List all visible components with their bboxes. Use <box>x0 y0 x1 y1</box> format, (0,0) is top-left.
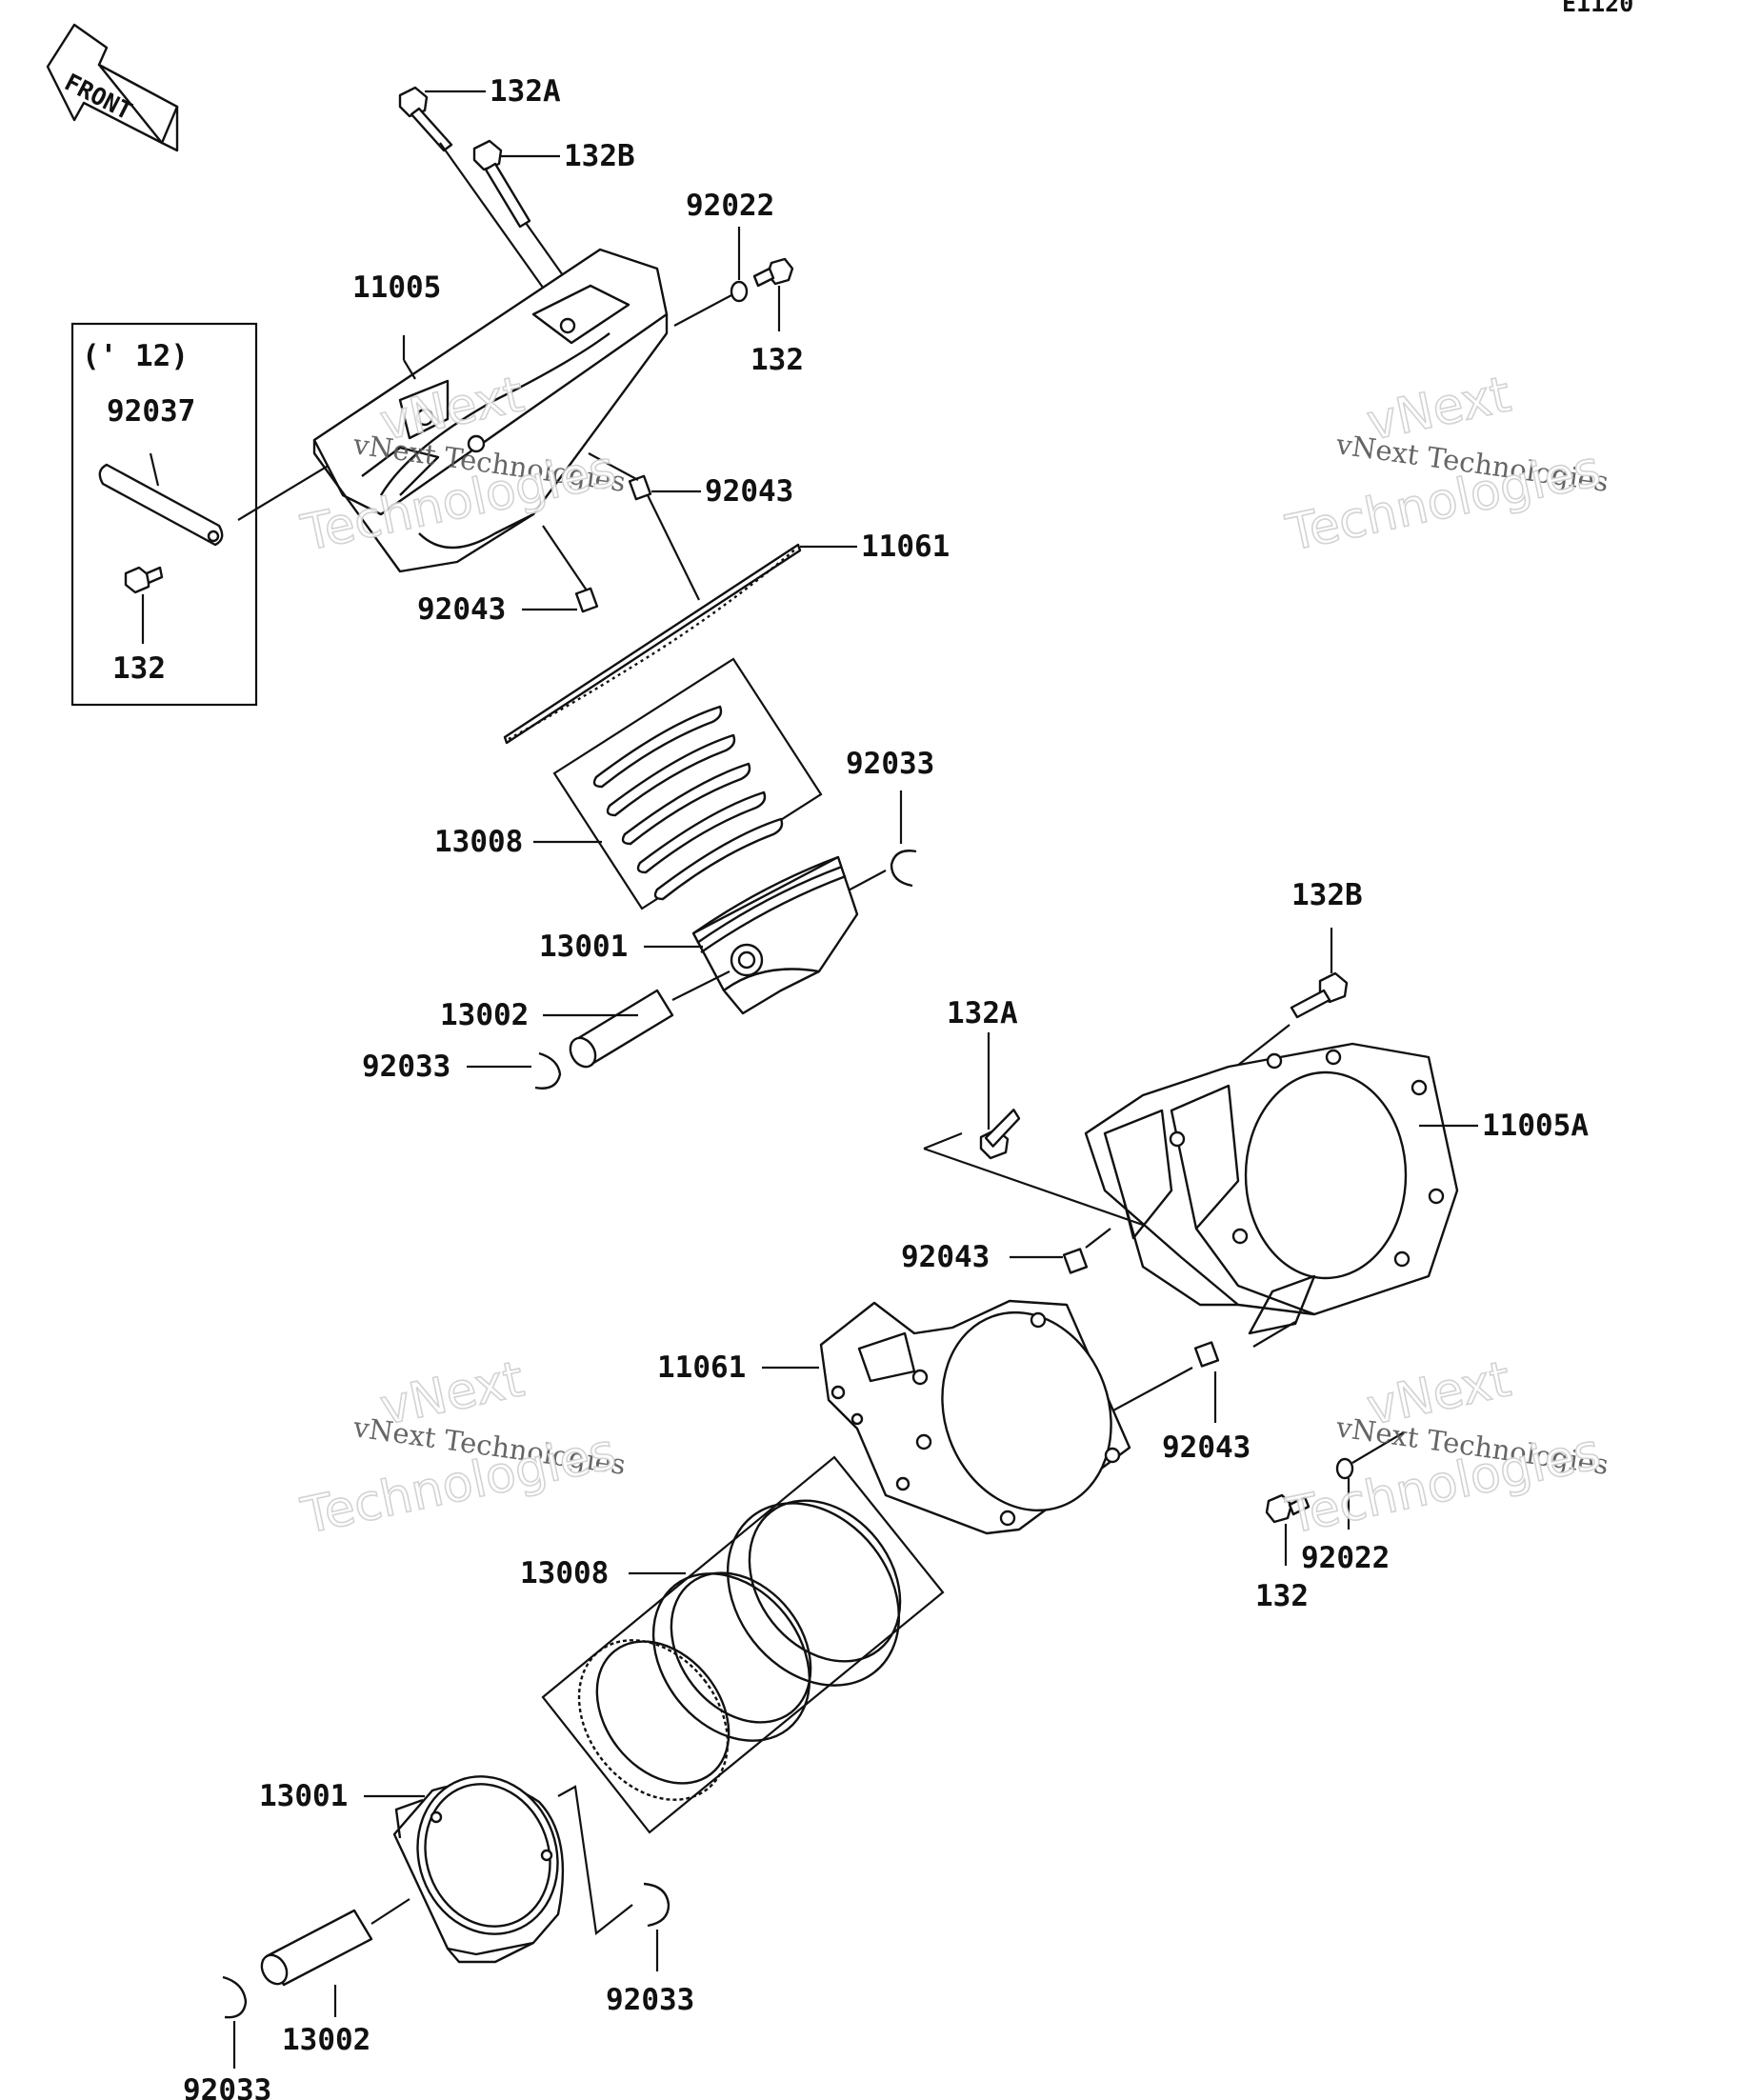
label-front-washer: 92022 <box>1301 1541 1390 1575</box>
label-front-bolt-a: 132A <box>947 996 1018 1030</box>
watermark-lower-right: vNext vNext Technologies Technologies <box>1280 1350 1611 1547</box>
variant-year-label: (' 12) <box>82 339 189 373</box>
front-dowel-left-icon <box>1062 1248 1089 1274</box>
rear-clip-upper-icon <box>890 850 917 888</box>
rear-piston-icon <box>691 855 859 1015</box>
label-front-ring-set: 13008 <box>520 1556 609 1590</box>
label-front-clip-left: 92033 <box>183 2073 271 2100</box>
watermark-upper-right: vNext vNext Technologies Technologies <box>1280 366 1611 564</box>
label-front-dowel-right: 92043 <box>1162 1430 1251 1465</box>
label-front-piston: 13001 <box>259 1779 348 1813</box>
front-piston-icon <box>392 1775 565 1964</box>
label-rear-ring-set: 13008 <box>434 825 523 859</box>
front-washer-icon <box>1335 1457 1354 1480</box>
front-cylinder-icon <box>1084 1042 1459 1335</box>
label-rear-piston: 13001 <box>539 930 628 964</box>
label-rear-dowel-lower: 92043 <box>417 592 506 627</box>
label-rear-bolt-a: 132A <box>490 74 561 109</box>
label-front-bolt-b: 132B <box>1291 878 1363 912</box>
rear-cylinder-icon <box>312 248 669 573</box>
watermark-lower-left: vNext vNext Technologies Technologies <box>295 1350 628 1547</box>
label-rear-dowel-upper: 92043 <box>705 474 793 509</box>
front-pin-icon <box>260 1909 373 1987</box>
variant-box <box>70 322 258 707</box>
label-rear-cylinder: 11005 <box>352 270 441 305</box>
front-dowel-right-icon <box>1193 1341 1220 1368</box>
front-clip-left-icon <box>222 1975 248 2019</box>
rear-pin-icon <box>569 989 674 1069</box>
label-rear-clip-lower: 92033 <box>362 1050 450 1084</box>
label-box-bolt: 132 <box>112 651 166 686</box>
label-box-part: 92037 <box>107 394 195 429</box>
rear-small-bolt-icon <box>752 257 794 288</box>
rear-bolt-b-icon <box>472 139 531 229</box>
front-bolt-b-icon <box>1290 971 1349 1019</box>
rear-ring-set-icon <box>552 657 823 910</box>
bracket-part-icon <box>98 463 224 547</box>
front-bolt-a-icon <box>979 1109 1021 1160</box>
front-arrow-icon: FRONT <box>46 23 179 152</box>
label-front-pin: 13002 <box>282 2023 370 2057</box>
label-front-cylinder: 11005A <box>1482 1109 1589 1143</box>
rear-washer-icon <box>730 280 749 303</box>
diagram-code: E1120 <box>1562 0 1633 17</box>
front-ring-set-icon <box>541 1455 945 1834</box>
label-rear-gasket: 11061 <box>861 530 950 564</box>
label-rear-washer: 92022 <box>686 189 774 223</box>
label-rear-pin: 13002 <box>440 998 529 1032</box>
label-front-clip-right: 92033 <box>606 1983 694 2017</box>
front-clip-right-icon <box>643 1882 670 1928</box>
label-rear-small-bolt: 132 <box>750 343 804 377</box>
rear-gasket-icon <box>503 543 802 745</box>
label-front-gasket: 11061 <box>657 1350 746 1385</box>
label-rear-bolt-b: 132B <box>564 139 635 173</box>
rear-bolt-a-icon <box>398 86 453 152</box>
box-bolt-icon <box>124 566 164 594</box>
rear-dowel-lower-icon <box>574 587 599 613</box>
label-front-dowel-left: 92043 <box>901 1240 990 1274</box>
front-small-bolt-icon <box>1265 1493 1311 1524</box>
label-rear-clip-upper: 92033 <box>846 747 934 781</box>
front-gasket-icon <box>819 1299 1131 1535</box>
label-front-small-bolt: 132 <box>1255 1579 1309 1613</box>
rear-clip-lower-icon <box>534 1051 562 1090</box>
